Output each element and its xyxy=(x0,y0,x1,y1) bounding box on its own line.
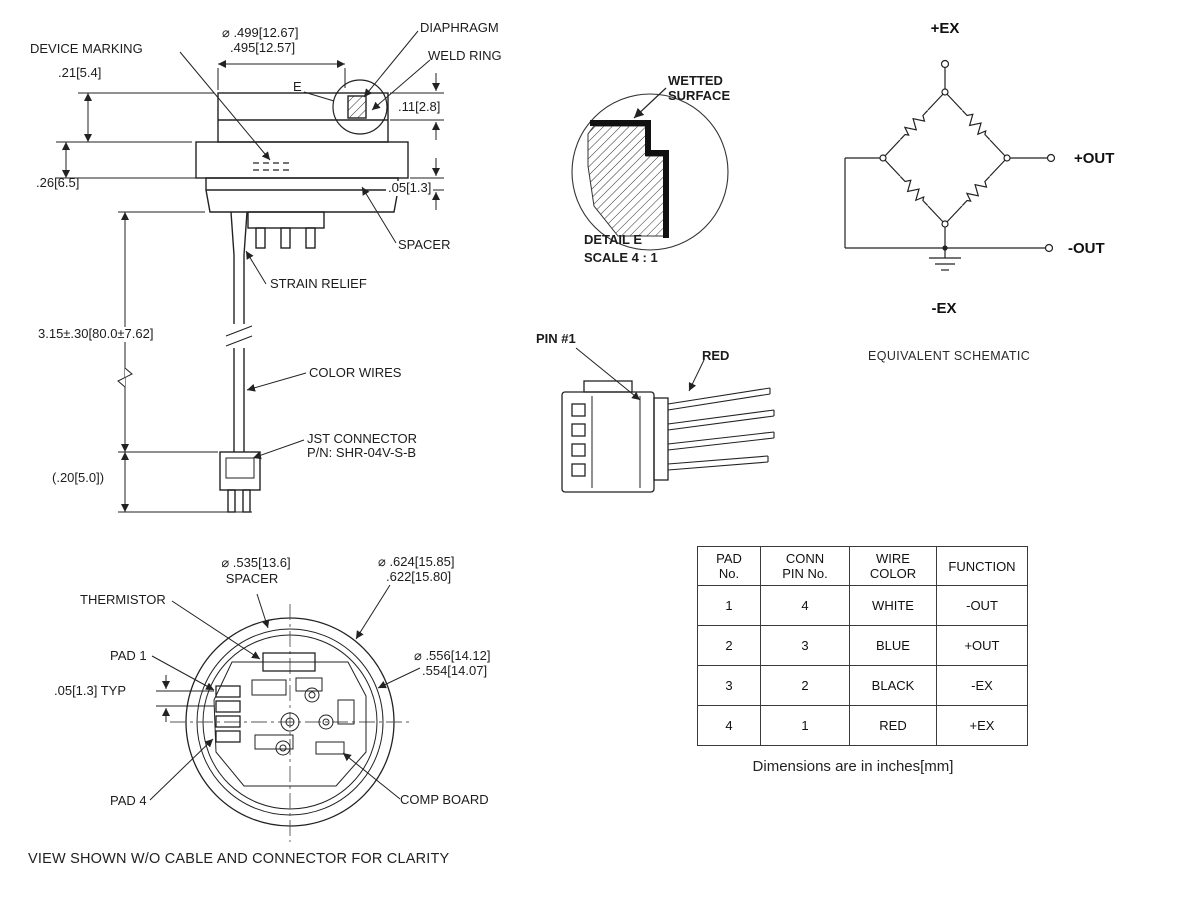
cell-pad: 4 xyxy=(697,705,761,746)
label-device-marking: DEVICE MARKING xyxy=(30,41,143,56)
side-view-drawing xyxy=(195,79,409,513)
label-minus-out: -OUT xyxy=(1068,240,1105,257)
label-equivalent-schematic: EQUIVALENT SCHEMATIC xyxy=(868,349,1031,363)
label-wetted-2: SURFACE xyxy=(668,88,731,103)
header-conn-pin-no: CONN PIN No. xyxy=(760,546,850,586)
cell-pin: 1 xyxy=(760,705,850,746)
label-spacer: SPACER xyxy=(398,237,451,252)
wiring-table-header-row: PAD No. CONN PIN No. WIRE COLOR FUNCTION xyxy=(697,546,1028,586)
label-dim-pad-pitch: .05[1.3] TYP xyxy=(54,683,127,698)
cell-pin: 4 xyxy=(760,585,850,626)
cell-function: -EX xyxy=(936,665,1028,706)
label-plus-ex: +EX xyxy=(930,20,960,37)
cell-pad: 2 xyxy=(697,625,761,666)
label-weld-ring: WELD RING xyxy=(428,48,502,63)
detail-e-drawing xyxy=(571,87,729,251)
cell-color: BLACK xyxy=(849,665,937,706)
label-dim-cable-length: 3.15±.30[80.0±7.62] xyxy=(36,326,156,342)
header-pad-no: PAD No. xyxy=(697,546,761,586)
label-detail-tag-e: E xyxy=(293,79,302,94)
label-dim-spacer-dia-1: ⌀ .535[13.6] xyxy=(221,555,291,570)
label-view-note: VIEW SHOWN W/O CABLE AND CONNECTOR FOR C… xyxy=(28,851,450,867)
label-detail-e-scale: SCALE 4 : 1 xyxy=(584,250,658,265)
cell-function: +OUT xyxy=(936,625,1028,666)
label-jst-connector: JST CONNECTOR xyxy=(307,431,418,446)
table-row: 2 3 BLUE +OUT xyxy=(697,625,1028,666)
label-dim-diameter-1: ⌀ .499[12.67] xyxy=(222,25,299,40)
label-dim-flange: .26[6.5] xyxy=(36,175,80,190)
cell-color: BLUE xyxy=(849,625,937,666)
wiring-table: PAD No. CONN PIN No. WIRE COLOR FUNCTION… xyxy=(697,546,1028,746)
cell-pad: 3 xyxy=(697,665,761,706)
cell-color: WHITE xyxy=(849,585,937,626)
label-plus-out: +OUT xyxy=(1074,150,1115,167)
cell-pad: 1 xyxy=(697,585,761,626)
label-red-wire: RED xyxy=(702,348,730,363)
cell-function: -OUT xyxy=(936,585,1028,626)
table-row: 4 1 RED +EX xyxy=(697,705,1028,746)
label-comp-board: COMP BOARD xyxy=(400,792,489,807)
cell-function: +EX xyxy=(936,705,1028,746)
label-detail-e-title: DETAIL E xyxy=(584,232,643,247)
connector-drawing xyxy=(561,347,775,493)
table-row: 1 4 WHITE -OUT xyxy=(697,585,1028,626)
label-dim-diameter-2: .495[12.57] xyxy=(230,40,296,55)
label-dim-connector: (.20[5.0]) xyxy=(52,470,105,485)
label-dim-outer-dia-1: ⌀ .624[15.85] xyxy=(378,554,455,569)
label-dim-diaphragm: .11[2.8] xyxy=(396,99,443,115)
label-color-wires: COLOR WIRES xyxy=(309,365,402,380)
cell-color: RED xyxy=(849,705,937,746)
label-pad1: PAD 1 xyxy=(110,648,147,663)
label-jst-part-number: P/N: SHR-04V-S-B xyxy=(307,445,417,460)
label-dim-outer-dia-2: .622[15.80] xyxy=(386,569,452,584)
label-strain-relief: STRAIN RELIEF xyxy=(270,276,367,291)
header-function: FUNCTION xyxy=(936,546,1028,586)
side-view-dimensions xyxy=(56,60,444,513)
units-note: Dimensions are in inches[mm] xyxy=(752,758,954,775)
cell-pin: 3 xyxy=(760,625,850,666)
label-dim-mid-dia-2: .554[14.07] xyxy=(422,663,488,678)
bridge-schematic-drawing xyxy=(844,59,1056,271)
label-wetted-1: WETTED xyxy=(668,73,723,88)
label-dim-spacer: .05[1.3] xyxy=(386,180,434,196)
table-row: 3 2 BLACK -EX xyxy=(697,665,1028,706)
label-minus-ex: -EX xyxy=(931,300,957,317)
label-pad4: PAD 4 xyxy=(110,793,147,808)
cell-pin: 2 xyxy=(760,665,850,706)
bottom-view-drawing xyxy=(149,584,421,842)
side-view-leaders xyxy=(179,30,431,460)
label-dim-cap-height: .21[5.4] xyxy=(58,65,102,80)
header-wire-color: WIRE COLOR xyxy=(849,546,937,586)
label-diaphragm: DIAPHRAGM xyxy=(420,20,499,35)
label-dim-spacer-dia-2: SPACER xyxy=(225,571,279,586)
label-pin1: PIN #1 xyxy=(536,331,576,346)
label-dim-mid-dia-1: ⌀ .556[14.12] xyxy=(414,648,491,663)
label-thermistor: THERMISTOR xyxy=(80,592,166,607)
